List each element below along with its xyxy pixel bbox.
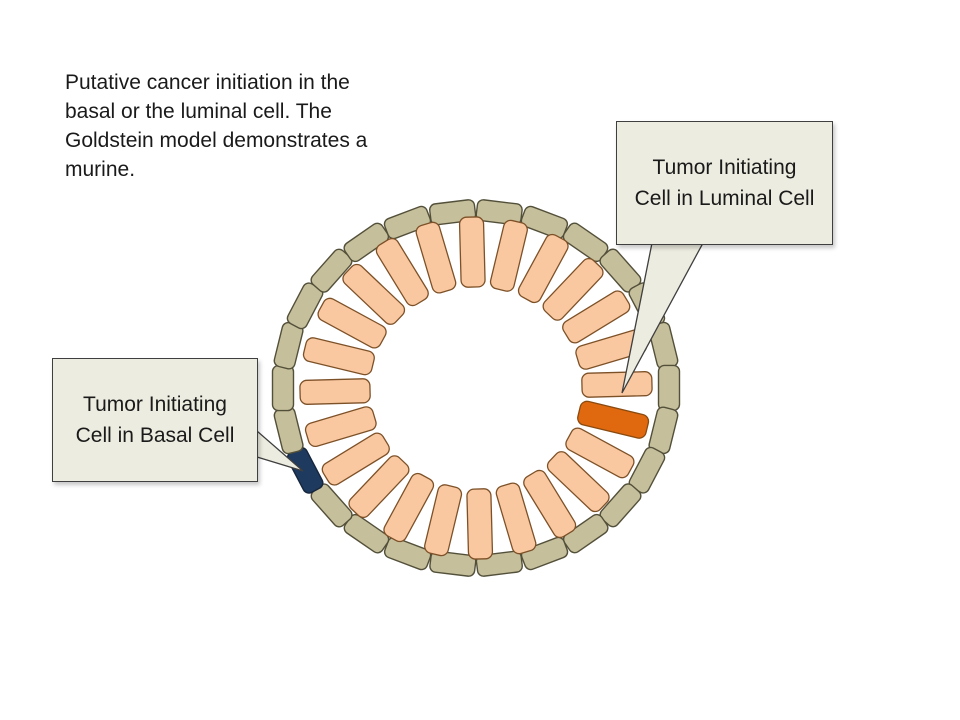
- callout-basal-line: Tumor Initiating: [83, 393, 227, 416]
- luminal-cell: [495, 482, 537, 555]
- basal-cell: [383, 205, 432, 240]
- callout-basal-line: Cell in Basal Cell: [75, 424, 235, 447]
- luminal-cell: [383, 472, 435, 543]
- intro-line: basal or the luminal cell. The: [65, 100, 332, 123]
- basal-cell: [383, 536, 432, 571]
- luminal-cell: [458, 216, 486, 288]
- intro-line: Goldstein model demonstrates a: [65, 129, 368, 152]
- luminal-cell: [299, 378, 371, 405]
- luminal-cell: [317, 297, 387, 349]
- basal-cell: [475, 199, 523, 226]
- luminal-cell: [375, 237, 429, 307]
- intro-line: murine.: [65, 158, 136, 181]
- callout-basal: Tumor Initiating Cell in Basal Cell: [52, 358, 258, 482]
- luminal-cell: [424, 484, 463, 557]
- basal-cell: [520, 205, 569, 240]
- basal-cell: [343, 222, 390, 263]
- luminal-cell: [321, 432, 390, 486]
- luminal-cell: [342, 263, 406, 325]
- basal-cell: [271, 364, 295, 412]
- intro-text: Putative cancer initiation in the basal …: [65, 68, 367, 184]
- callout-luminal-line: Cell in Luminal Cell: [634, 187, 815, 210]
- tumor-initiating-luminal-cell: [577, 400, 650, 439]
- luminal-cell: [304, 406, 377, 448]
- basal-cell: [562, 513, 609, 554]
- luminal-cell: [546, 451, 610, 513]
- basal-cell: [429, 550, 477, 577]
- luminal-cell: [562, 290, 631, 344]
- luminal-cell: [348, 455, 410, 519]
- basal-cell: [657, 364, 681, 412]
- luminal-cell: [415, 221, 457, 294]
- callout-luminal-line: Tumor Initiating: [652, 156, 797, 179]
- luminal-cell: [466, 488, 494, 560]
- luminal-cell: [302, 337, 375, 376]
- cell-rings: [271, 199, 681, 577]
- luminal-cell: [517, 233, 569, 304]
- luminal-cell: [542, 257, 604, 321]
- luminal-cell: [489, 219, 528, 292]
- basal-cell: [520, 536, 569, 571]
- luminal-cell: [565, 427, 635, 479]
- luminal-cell: [581, 371, 653, 398]
- luminal-cell: [523, 469, 577, 539]
- callout-luminal: Tumor Initiating Cell in Luminal Cell: [616, 121, 833, 245]
- intro-line: Putative cancer initiation in the: [65, 71, 350, 94]
- basal-cell: [273, 406, 304, 455]
